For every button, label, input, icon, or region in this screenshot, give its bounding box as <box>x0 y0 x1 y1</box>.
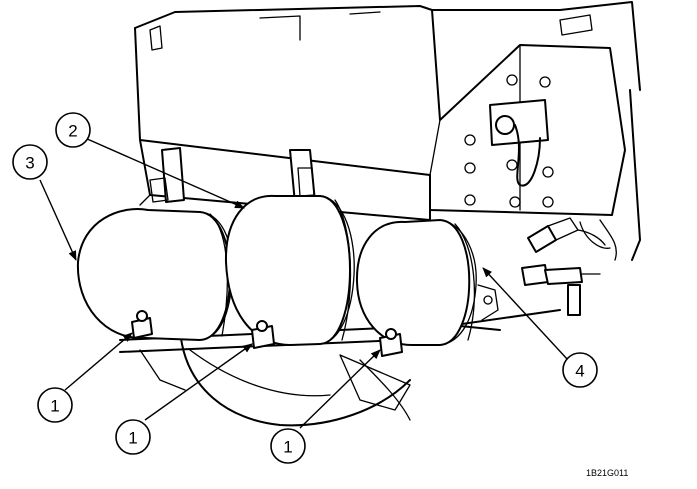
callout-3: 3 <box>12 144 48 180</box>
callout-1-middle: 1 <box>115 419 151 455</box>
callout-1-left: 1 <box>37 387 73 423</box>
callout-2: 2 <box>55 112 91 148</box>
callout-1-right-label: 1 <box>283 438 292 457</box>
callout-leaders <box>39 137 569 429</box>
air-fittings <box>521 217 606 316</box>
callout-1-middle-label: 1 <box>128 429 137 448</box>
callout-3-label: 3 <box>25 154 34 173</box>
air-tank-right <box>355 219 499 357</box>
air-tank-left <box>76 208 234 341</box>
vehicle-body <box>134 1 641 261</box>
callout-4-label: 4 <box>575 362 584 381</box>
callout-1-right: 1 <box>270 428 306 464</box>
callout-2-label: 2 <box>68 122 77 141</box>
callout-4: 4 <box>562 352 598 388</box>
air-tank-middle <box>224 194 355 349</box>
figure-id: 1B21G011 <box>586 468 628 478</box>
callout-1-left-label: 1 <box>50 397 59 416</box>
